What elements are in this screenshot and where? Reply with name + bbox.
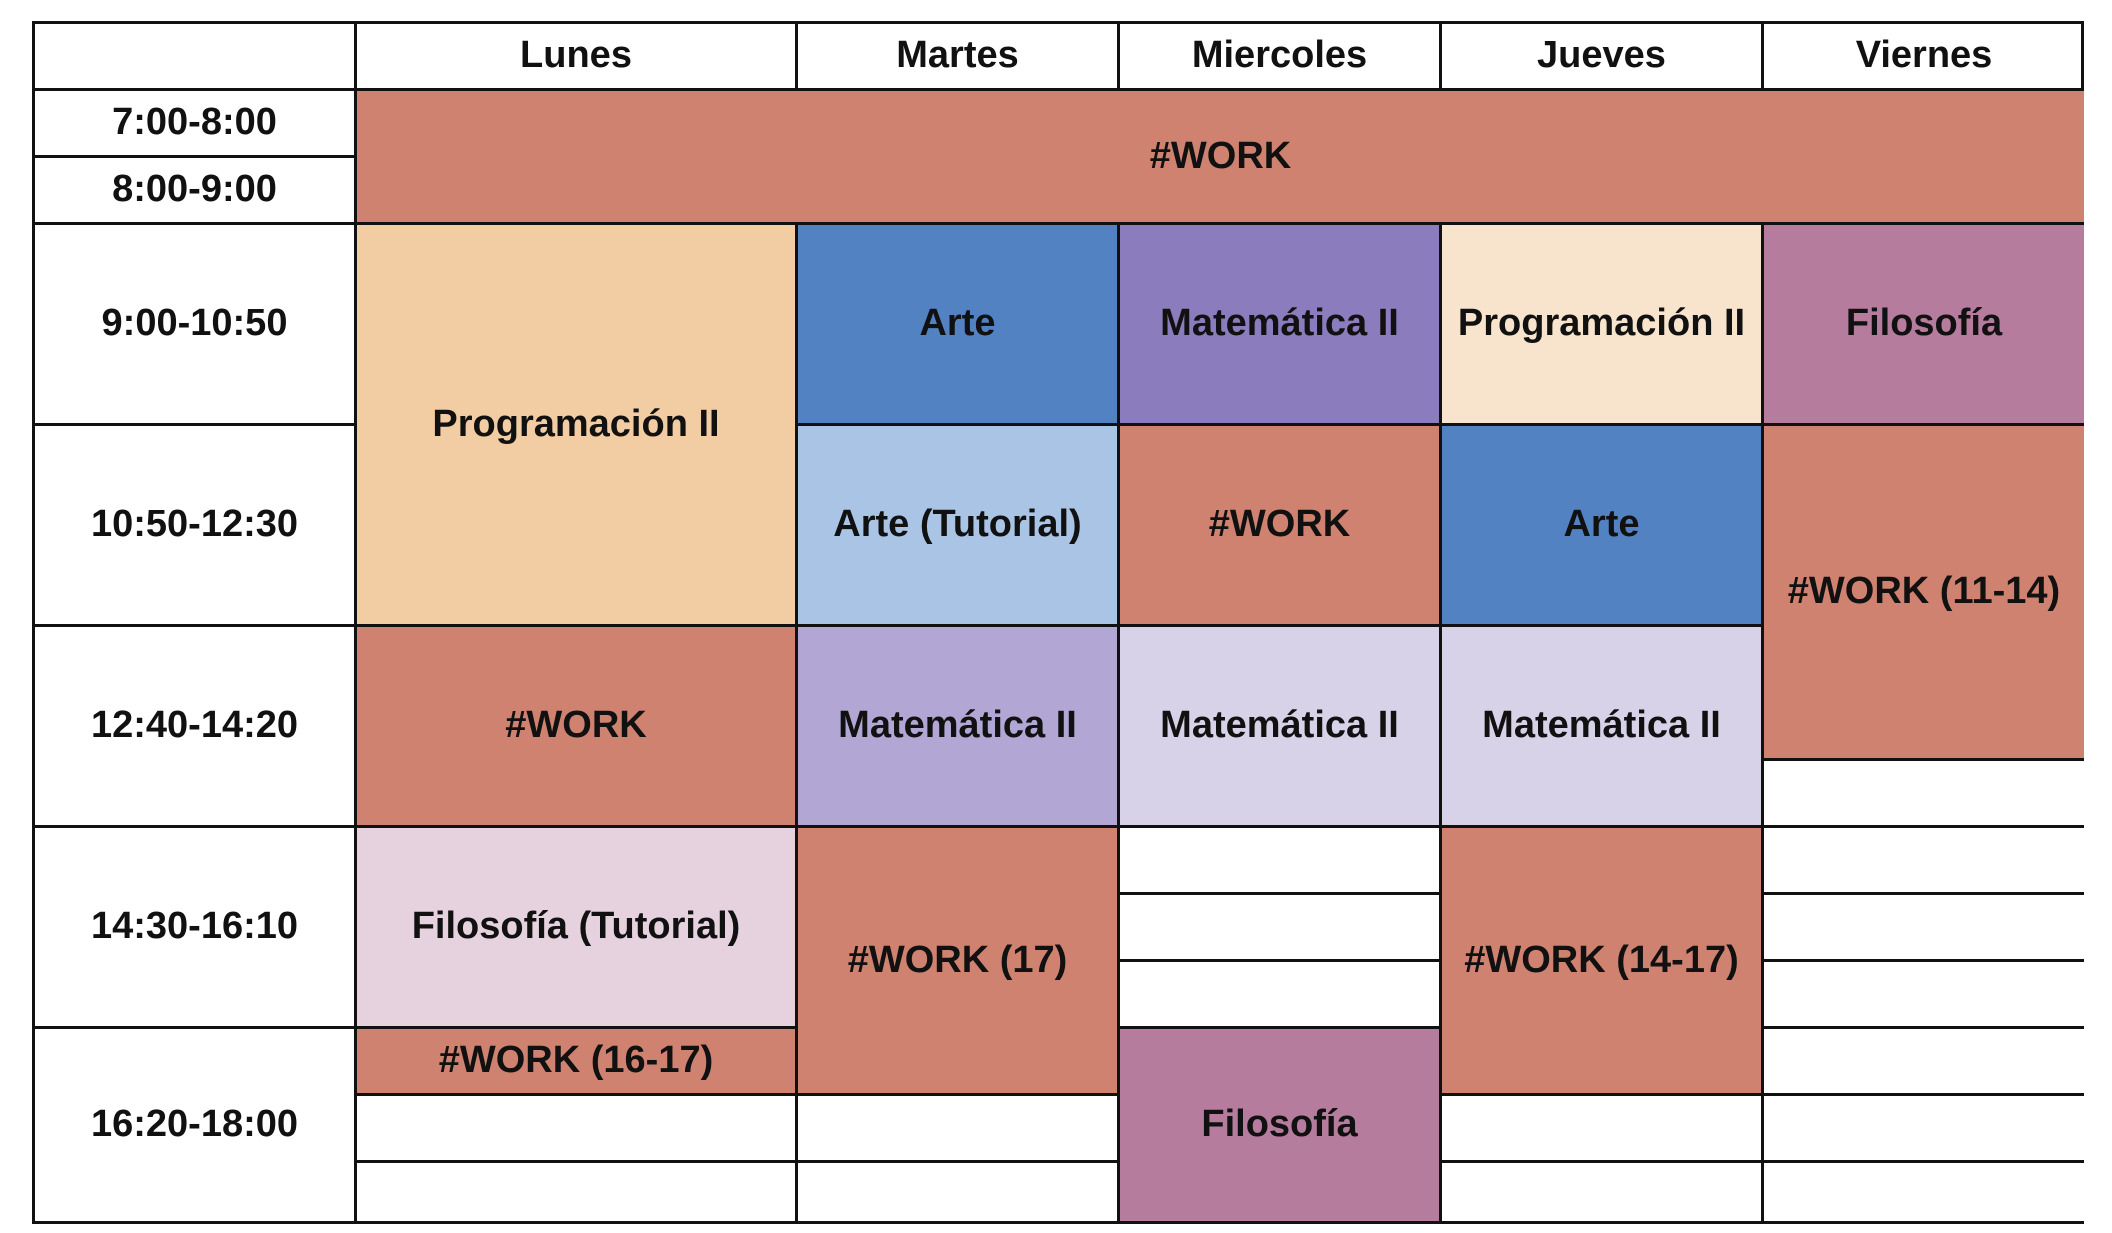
- class-block-work-11-14: #WORK (11-14): [1761, 423, 2084, 758]
- time-label: 7:00-8:00: [32, 88, 354, 155]
- class-block-filosofia-tutorial: Filosofía (Tutorial): [354, 825, 795, 1026]
- empty-slot: [1761, 1026, 2084, 1093]
- empty-slot: [1117, 892, 1439, 959]
- time-label: 10:50-12:30: [32, 423, 354, 624]
- time-label: 16:20-18:00: [32, 1026, 354, 1221]
- class-block-matematica-ii: Matemática II: [1439, 624, 1761, 825]
- class-block-matematica-ii: Matemática II: [1117, 222, 1439, 423]
- class-block-filosofia: Filosofía: [1117, 1026, 1439, 1221]
- empty-slot: [795, 1160, 1117, 1221]
- empty-slot: [1117, 959, 1439, 1026]
- day-header-miercoles: Miercoles: [1117, 21, 1439, 88]
- empty-slot: [1117, 825, 1439, 892]
- day-header-lunes: Lunes: [354, 21, 795, 88]
- empty-slot: [354, 1160, 795, 1221]
- class-block-arte: Arte: [1439, 423, 1761, 624]
- schedule-grid: Lunes Martes Miercoles Jueves Viernes 7:…: [32, 21, 2084, 1224]
- class-block-work-17: #WORK (17): [795, 825, 1117, 1093]
- day-header-jueves: Jueves: [1439, 21, 1761, 88]
- empty-slot: [1761, 892, 2084, 959]
- empty-slot: [1761, 959, 2084, 1026]
- class-block-work-14-17: #WORK (14-17): [1439, 825, 1761, 1093]
- class-block-arte: Arte: [795, 222, 1117, 423]
- class-block-matematica-ii: Matemática II: [1117, 624, 1439, 825]
- day-header-martes: Martes: [795, 21, 1117, 88]
- empty-slot: [1439, 1093, 1761, 1160]
- time-label: 14:30-16:10: [32, 825, 354, 1026]
- empty-slot: [1761, 1160, 2084, 1221]
- class-block-work: #WORK: [354, 624, 795, 825]
- class-block-programacion-ii: Programación II: [1439, 222, 1761, 423]
- corner-cell: [32, 21, 354, 88]
- class-block-work: #WORK: [1117, 423, 1439, 624]
- empty-slot: [1761, 758, 2084, 825]
- time-label: 12:40-14:20: [32, 624, 354, 825]
- time-label: 8:00-9:00: [32, 155, 354, 222]
- time-label: 9:00-10:50: [32, 222, 354, 423]
- class-block-work: #WORK: [354, 88, 2084, 222]
- empty-slot: [795, 1093, 1117, 1160]
- empty-slot: [1439, 1160, 1761, 1221]
- class-block-filosofia: Filosofía: [1761, 222, 2084, 423]
- class-block-arte-tutorial: Arte (Tutorial): [795, 423, 1117, 624]
- empty-slot: [1761, 825, 2084, 892]
- day-header-viernes: Viernes: [1761, 21, 2084, 88]
- empty-slot: [1761, 1093, 2084, 1160]
- class-block-matematica-ii: Matemática II: [795, 624, 1117, 825]
- empty-slot: [354, 1093, 795, 1160]
- class-block-work-16-17: #WORK (16-17): [354, 1026, 795, 1093]
- class-block-programacion-ii: Programación II: [354, 222, 795, 624]
